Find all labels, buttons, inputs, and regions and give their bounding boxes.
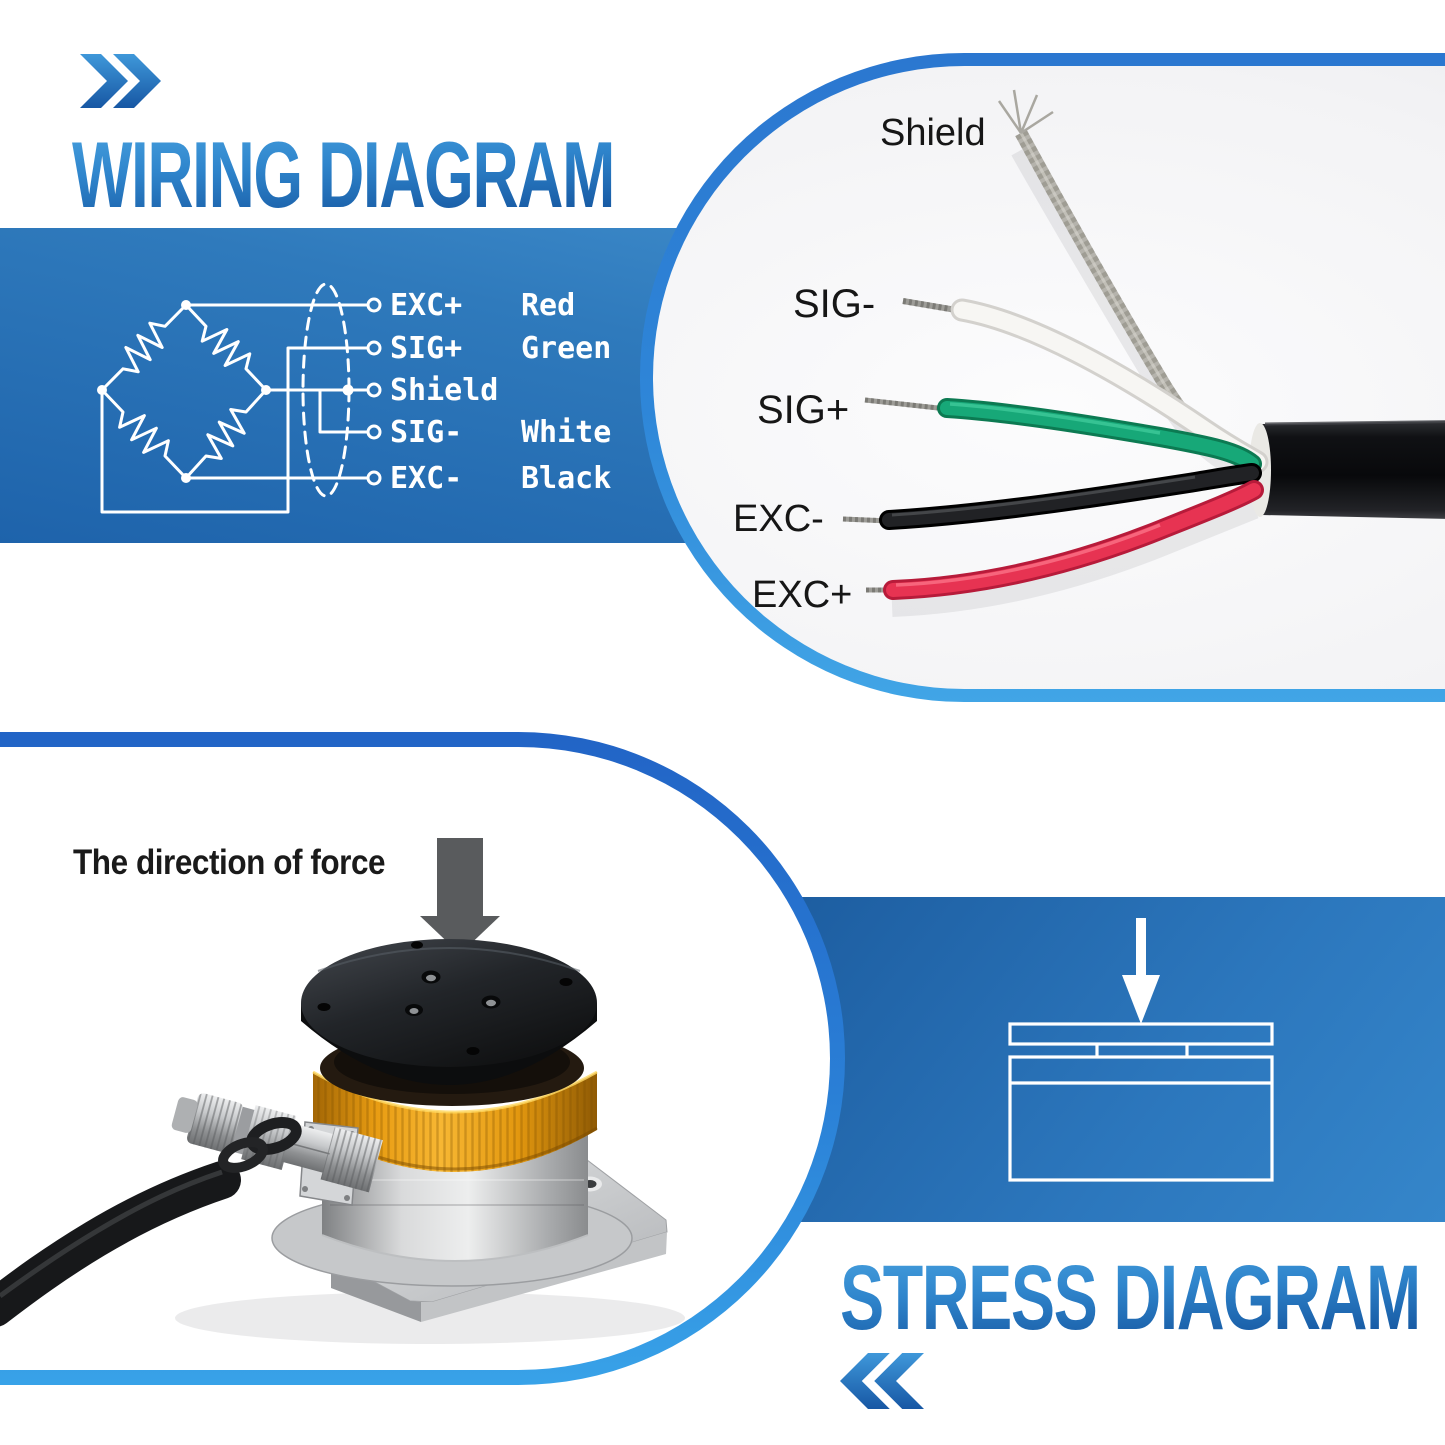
cable-photo — [653, 66, 1445, 689]
chevron-left-icon — [840, 1353, 924, 1409]
pin-row: SIG+ Green — [390, 331, 611, 366]
pin-signal: EXC- — [390, 461, 463, 496]
pin-row: SIG- White — [390, 415, 611, 450]
pin-signal: Shield — [390, 373, 499, 408]
cable-photo-frame — [640, 53, 1445, 702]
cable-label-exc-minus: EXC- — [733, 498, 824, 540]
stripped-cable-graphic — [842, 89, 1445, 617]
pin-signal: SIG+ — [390, 331, 463, 366]
cable-label-sig-minus: SIG- — [793, 282, 876, 326]
cable-label-sig-plus: SIG+ — [757, 388, 850, 432]
force-caption: The direction of force — [73, 843, 386, 882]
stress-diagram-box — [760, 897, 1445, 1222]
pin-signal: EXC+ — [390, 288, 463, 323]
pin-row: Shield — [390, 373, 521, 408]
cable-label-exc-plus: EXC+ — [752, 574, 853, 616]
load-arrow-icon — [1122, 918, 1160, 1024]
pin-row: EXC+ Red — [390, 288, 575, 323]
stress-diagram-drawing — [1008, 918, 1274, 1182]
load-cell-graphic — [0, 838, 685, 1344]
pin-row: EXC- Black — [390, 461, 611, 496]
pin-wire-color: White — [521, 415, 612, 450]
force-arrow-icon — [420, 838, 500, 954]
cable-label-shield: Shield — [880, 112, 986, 154]
stress-section-title: STRESS DIAGRAM — [840, 1247, 1421, 1349]
pin-wire-color: Black — [521, 461, 612, 496]
chevron-right-icon — [80, 54, 161, 108]
pin-wire-color: Red — [521, 288, 576, 323]
pin-wire-color: Green — [521, 331, 612, 366]
wiring-section-title: WIRING DIAGRAM — [72, 122, 615, 227]
wheatstone-bridge-schematic-icon — [97, 282, 382, 514]
pin-signal: SIG- — [390, 415, 463, 450]
